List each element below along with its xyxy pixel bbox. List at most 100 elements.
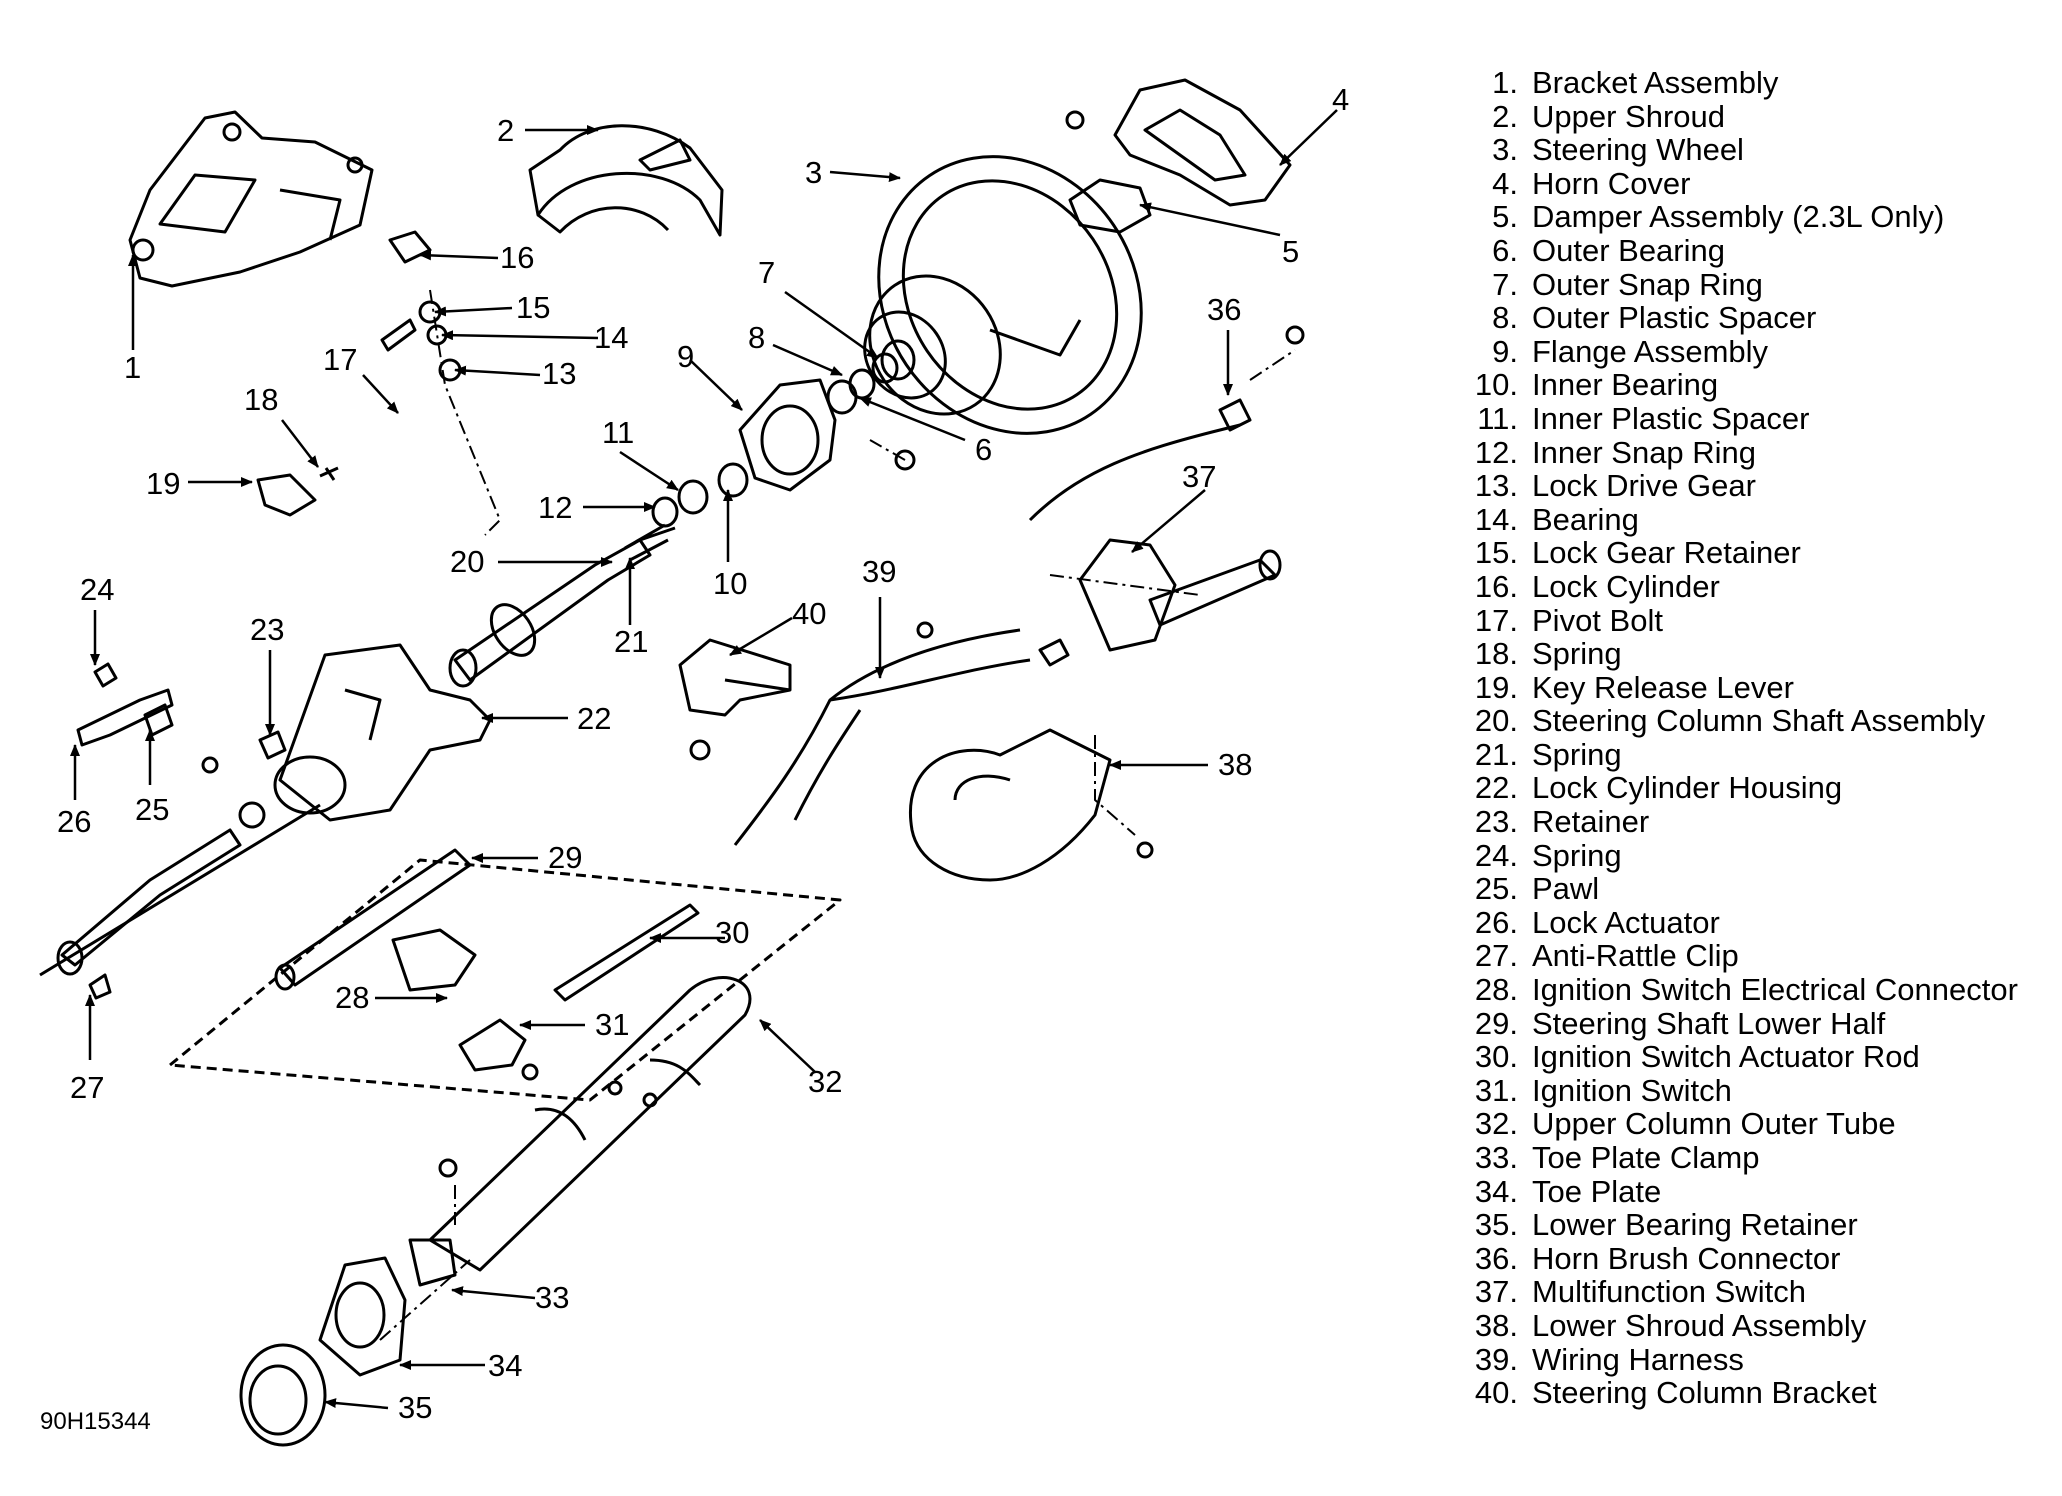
callout-leaders <box>70 109 1338 1410</box>
legend-item: 14.Bearing <box>1460 501 2018 537</box>
legend-label: Ignition Switch Actuator Rod <box>1532 1039 1920 1075</box>
legend-number: 37. <box>1474 1274 1518 1310</box>
legend-label: Steering Shaft Lower Half <box>1532 1005 1886 1041</box>
legend-label: Inner Snap Ring <box>1532 434 1757 470</box>
legend-label: Inner Bearing <box>1532 367 1719 403</box>
legend-label: Outer Plastic Spacer <box>1532 300 1817 336</box>
callout-numbers: 1 2 3 4 5 6 7 8 9 10 11 12 13 14 15 16 1… <box>57 82 1349 1425</box>
legend-number: 19. <box>1474 669 1518 705</box>
legend-label: Spring <box>1532 636 1622 672</box>
legend-label: Outer Snap Ring <box>1532 266 1763 302</box>
legend-number: 15. <box>1474 535 1518 571</box>
legend-number: 3. <box>1492 132 1518 168</box>
callout-11: 11 <box>602 415 634 450</box>
callout-22: 22 <box>577 701 611 736</box>
legend-item: 1.Bracket Assembly <box>1460 66 2018 100</box>
horn-cover-part <box>1065 78 1292 207</box>
legend-label: Inner Plastic Spacer <box>1532 400 1810 436</box>
legend-item: 2.Upper Shroud <box>1460 99 2018 134</box>
legend-item: 36.Horn Brush Connector <box>1460 1240 2018 1276</box>
legend-number: 1. <box>1492 65 1518 100</box>
legend-item: 35.Lower Bearing Retainer <box>1460 1208 2018 1242</box>
callout-24: 24 <box>80 572 114 607</box>
legend-label: Pivot Bolt <box>1532 602 1663 638</box>
legend-number: 9. <box>1492 333 1518 369</box>
legend-label: Steering Column Shaft Assembly <box>1532 703 1986 739</box>
legend-number: 34. <box>1474 1173 1518 1209</box>
legend-label: Steering Wheel <box>1532 132 1744 168</box>
lower-shaft-part <box>39 803 321 1000</box>
legend-number: 23. <box>1474 804 1518 840</box>
legend-number: 40. <box>1474 1375 1518 1411</box>
legend-item: 37. Multifunction Switch <box>1460 1275 2018 1309</box>
legend-label: Lock Drive Gear <box>1532 468 1756 504</box>
callout-8: 8 <box>748 320 765 355</box>
callout-32: 32 <box>808 1064 842 1099</box>
legend-number: 18. <box>1474 636 1518 672</box>
steering-wheel-part <box>863 155 1143 435</box>
legend-number: 38. <box>1474 1307 1518 1343</box>
inner-bearing-parts <box>651 462 749 528</box>
parts-legend: 1.Bracket Assembly 2.Upper Shroud 3. Stee… <box>1460 66 2018 1410</box>
legend-item: 26.Lock Actuator <box>1460 906 2018 940</box>
callout-2: 2 <box>497 113 514 148</box>
legend-number: 7. <box>1492 266 1518 302</box>
legend-item: 15.Lock Gear Retainer <box>1460 536 2018 570</box>
legend-label: Key Release Lever <box>1532 669 1794 705</box>
lower-bearing-retainer-part <box>239 1343 327 1447</box>
callout-27: 27 <box>70 1070 104 1105</box>
legend-label: Spring <box>1532 837 1622 873</box>
shaft-assembly-part <box>448 523 676 688</box>
legend-number: 10. <box>1474 367 1518 403</box>
legend-item: 25.Pawl <box>1460 872 2018 906</box>
legend-label: Pawl <box>1532 871 1600 907</box>
callout-38: 38 <box>1218 747 1252 782</box>
legend-item: 30.Ignition Switch Actuator Rod <box>1460 1040 2018 1074</box>
legend-item: 13. Lock Drive Gear <box>1460 469 2018 503</box>
callout-5: 5 <box>1282 234 1299 269</box>
legend-label: Spring <box>1532 736 1622 772</box>
legend-label: Multifunction Switch <box>1532 1274 1806 1310</box>
legend-number: 33. <box>1474 1140 1518 1175</box>
legend-item: 19. Key Release Lever <box>1460 669 2018 705</box>
legend-label: Flange Assembly <box>1532 333 1769 369</box>
callout-10: 10 <box>713 566 747 601</box>
legend-item: 17. Pivot Bolt <box>1460 602 2018 638</box>
legend-number: 16. <box>1474 568 1518 604</box>
legend-label: Outer Bearing <box>1532 232 1725 268</box>
legend-item: 21.Spring <box>1460 738 2018 772</box>
legend-label: Toe Plate Clamp <box>1532 1140 1760 1175</box>
legend-number: 6. <box>1492 232 1518 268</box>
retainer-pawl-actuator-parts <box>76 662 287 829</box>
lower-shroud-part <box>908 728 1154 882</box>
legend-item: 31.Ignition Switch <box>1460 1074 2018 1108</box>
legend-number: 13. <box>1474 468 1518 504</box>
legend-label: Horn Brush Connector <box>1532 1240 1841 1276</box>
legend-number: 17. <box>1474 602 1518 638</box>
legend-item: 3. Steering Wheel <box>1460 133 2018 167</box>
legend-number: 32. <box>1474 1106 1518 1142</box>
legend-number: 31. <box>1474 1072 1518 1108</box>
callout-33: 33 <box>535 1280 569 1315</box>
callout-35: 35 <box>398 1390 432 1425</box>
legend-number: 14. <box>1474 501 1518 537</box>
callout-25: 25 <box>135 792 169 827</box>
legend-item: 11.Inner Plastic Spacer <box>1460 402 2018 436</box>
multifunction-switch-part <box>1078 538 1282 652</box>
callout-37: 37 <box>1182 459 1216 494</box>
callout-16: 16 <box>500 240 534 275</box>
callout-28: 28 <box>335 980 369 1015</box>
legend-item: 27.Anti-Rattle Clip <box>1460 939 2018 973</box>
legend-item: 6. Outer Bearing <box>1460 234 2018 268</box>
legend-number: 27. <box>1474 938 1518 974</box>
callout-15: 15 <box>516 290 550 325</box>
callout-31: 31 <box>595 1007 629 1042</box>
legend-item: 24.Spring <box>1460 837 2018 873</box>
legend-item: 20.Steering Column Shaft Assembly <box>1460 704 2018 738</box>
legend-item: 22.Lock Cylinder Housing <box>1460 771 2018 805</box>
legend-number: 26. <box>1474 904 1518 940</box>
legend-item: 39.Wiring Harness <box>1460 1342 2018 1377</box>
legend-label: Retainer <box>1532 804 1650 840</box>
